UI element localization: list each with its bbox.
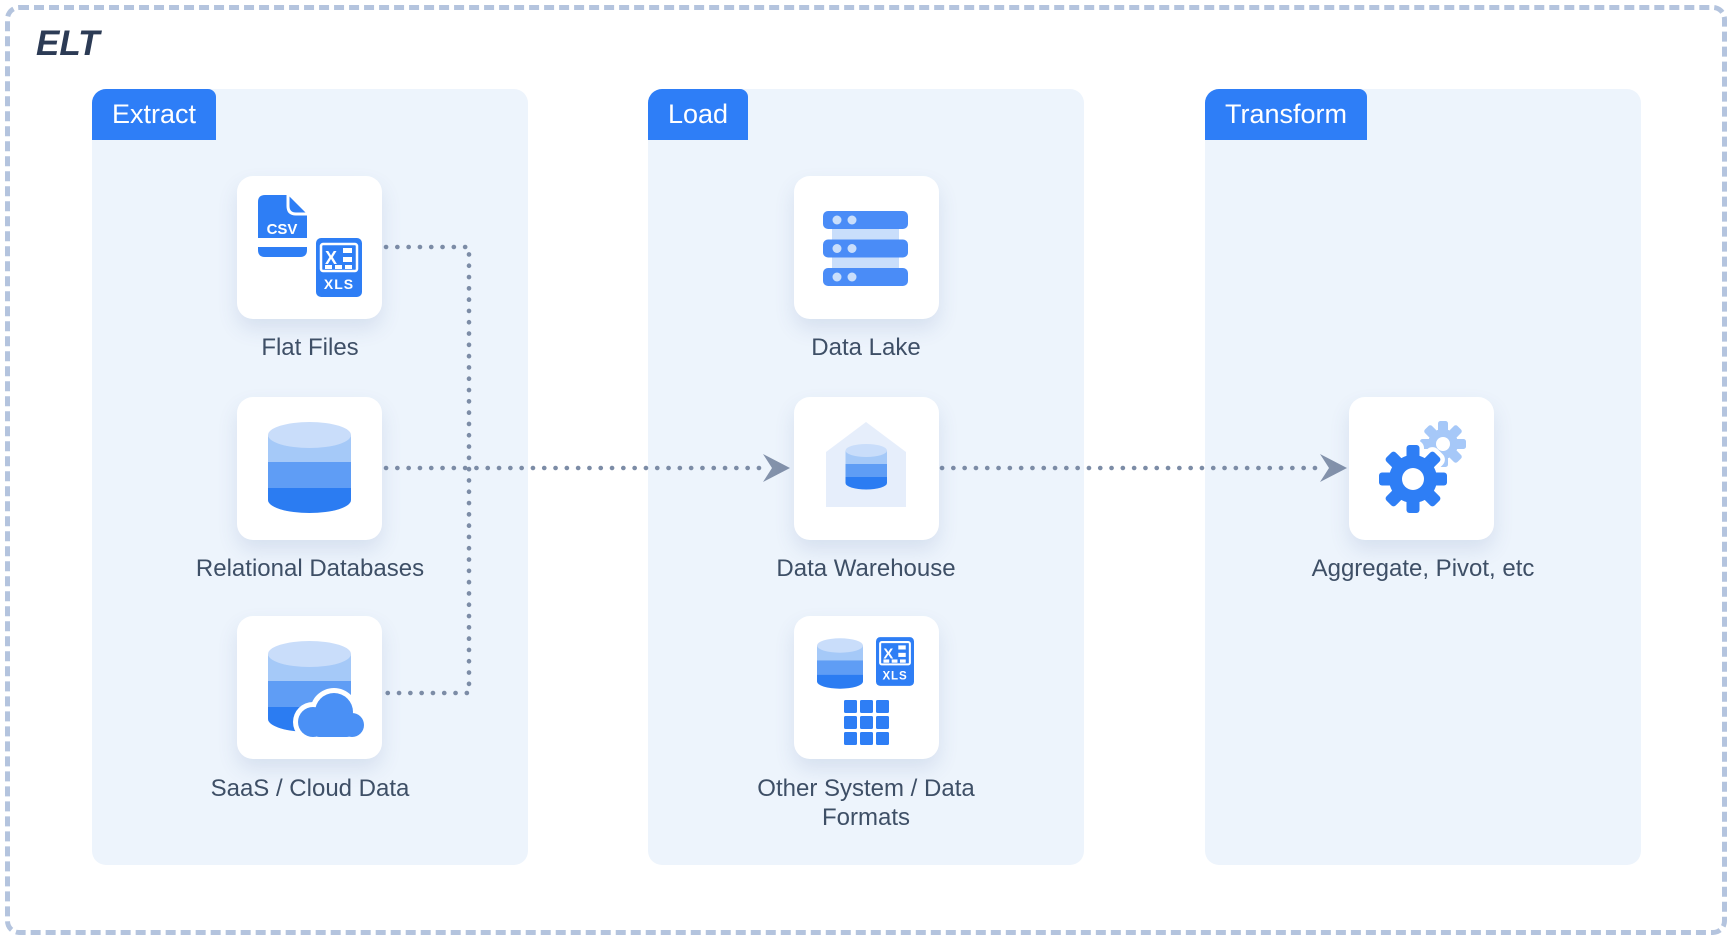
panel-header-load: Load bbox=[648, 89, 749, 140]
label-data-lake: Data Lake bbox=[811, 334, 921, 361]
card-flat-files: CSV X XLS bbox=[237, 176, 382, 319]
svg-text:X: X bbox=[325, 248, 337, 268]
server-stack-icon bbox=[823, 211, 908, 286]
arrowhead-into-warehouse bbox=[763, 454, 790, 482]
connector-flatfiles-saas-junction bbox=[383, 244, 472, 696]
label-saas-cloud-data: SaaS / Cloud Data bbox=[210, 775, 410, 802]
database-cylinder-icon bbox=[268, 422, 351, 513]
svg-text:X: X bbox=[883, 647, 893, 663]
svg-text:XLS: XLS bbox=[883, 670, 908, 682]
diagram-title: ELT bbox=[36, 24, 100, 63]
gears-icon bbox=[1374, 421, 1466, 518]
card-relational-databases bbox=[237, 397, 382, 540]
label-flat-files: Flat Files bbox=[261, 334, 359, 361]
database-cylinder-icon bbox=[817, 638, 863, 689]
card-other-system-data-formats: X XLS bbox=[794, 616, 939, 759]
label-other-system-data-formats: Other System / Data Formats bbox=[757, 775, 975, 831]
svg-text:CSV: CSV bbox=[267, 221, 298, 238]
card-aggregate-pivot bbox=[1349, 397, 1494, 540]
xls-file-icon: X XLS bbox=[876, 637, 914, 686]
svg-text:XLS: XLS bbox=[324, 276, 354, 292]
xls-file-icon: X XLS bbox=[316, 238, 362, 297]
label-data-warehouse: Data Warehouse bbox=[776, 555, 956, 582]
panel-header-extract: Extract bbox=[92, 89, 217, 140]
label-aggregate-pivot: Aggregate, Pivot, etc bbox=[1311, 555, 1535, 582]
csv-file-icon: CSV bbox=[258, 195, 307, 257]
arrowhead-into-transform bbox=[1320, 454, 1347, 482]
card-saas-cloud-data bbox=[237, 616, 382, 759]
card-data-lake bbox=[794, 176, 939, 319]
panel-header-transform: Transform bbox=[1205, 89, 1368, 140]
cloud-icon bbox=[293, 688, 369, 742]
grid-icon bbox=[844, 700, 889, 745]
label-relational-databases: Relational Databases bbox=[195, 555, 425, 582]
warehouse-database-icon bbox=[826, 422, 906, 507]
card-data-warehouse bbox=[794, 397, 939, 540]
